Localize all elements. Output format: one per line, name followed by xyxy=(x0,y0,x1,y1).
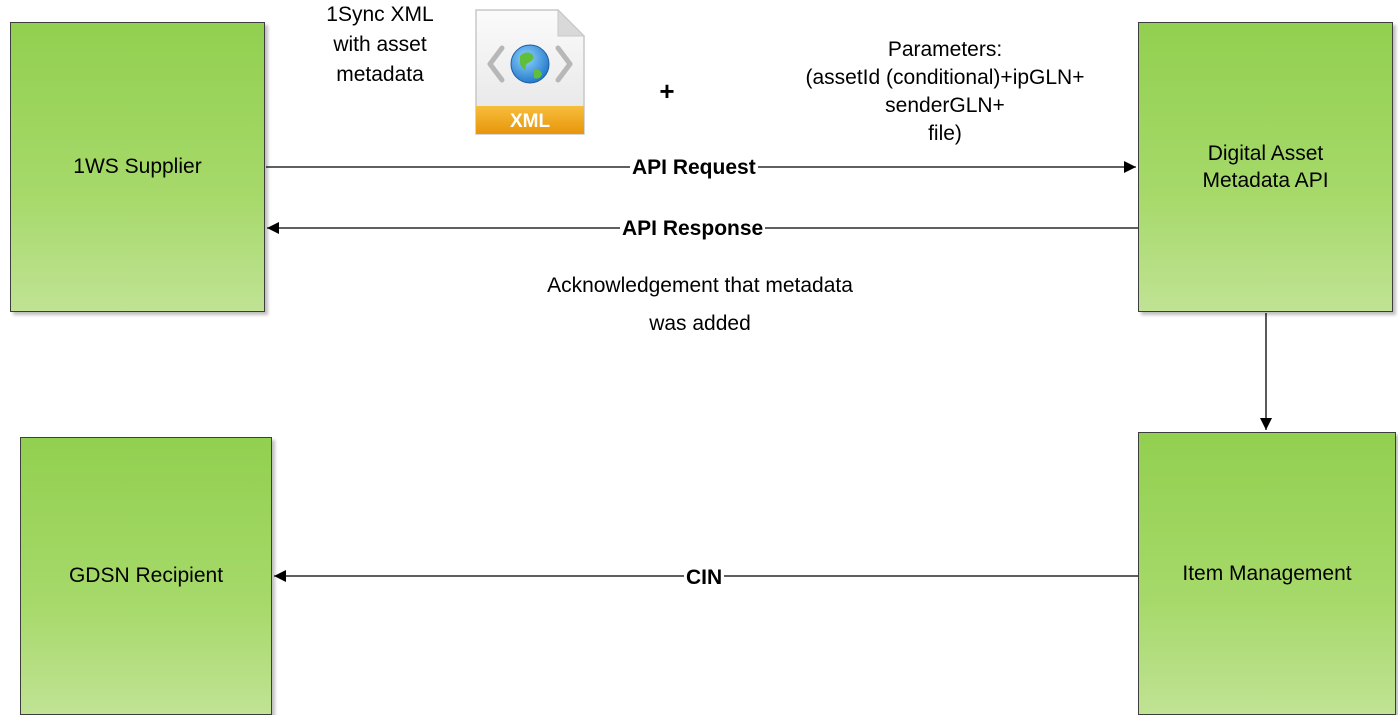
xml-icon-label: XML xyxy=(510,111,551,132)
daapi-node-label: Digital Asset Metadata API xyxy=(1202,141,1329,192)
api-request-label: API Request xyxy=(630,155,758,181)
parameters-text: Parameters: (assetId (conditional)+ipGLN… xyxy=(805,38,1085,145)
gdsn-node-label: GDSN Recipient xyxy=(68,564,224,588)
xml-file-icon: XML xyxy=(475,8,586,135)
digital-asset-metadata-api-node[interactable]: Digital Asset Metadata API xyxy=(1138,22,1393,312)
acknowledgement-text: Acknowledgement that metadata was added xyxy=(547,274,853,335)
itemmgmt-node-label: Item Management xyxy=(1182,561,1352,585)
xml-caption: 1Sync XML with asset metadata xyxy=(326,3,434,86)
item-management-node[interactable]: Item Management xyxy=(1138,432,1396,715)
gdsn-recipient-node[interactable]: GDSN Recipient xyxy=(20,437,272,715)
api-response-label: API Response xyxy=(620,216,766,242)
cin-label: CIN xyxy=(684,565,725,591)
plus-sign: + xyxy=(659,76,675,106)
supplier-node[interactable]: 1WS Supplier xyxy=(10,22,265,312)
supplier-node-label: 1WS Supplier xyxy=(73,155,202,179)
